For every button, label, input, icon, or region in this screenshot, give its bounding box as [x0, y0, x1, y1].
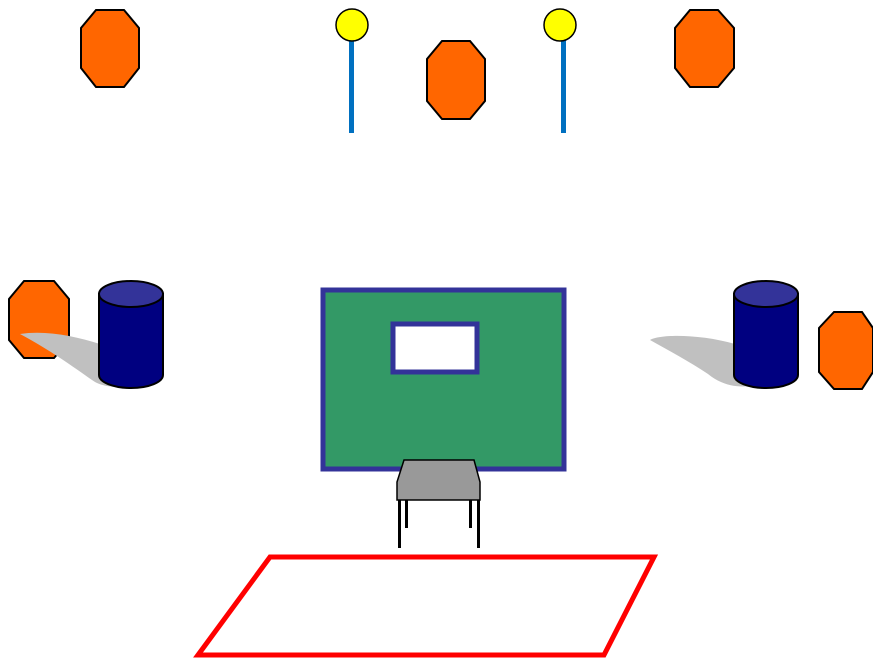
barrel-right-body [733, 293, 799, 389]
barrel-left-top [98, 280, 164, 308]
octagon-top-left-icon [80, 9, 140, 88]
octagon-mid-right-icon [818, 311, 873, 390]
barrel-right-icon [733, 280, 799, 389]
post-left-icon [335, 8, 369, 133]
table-leg [405, 500, 408, 528]
pole-left [349, 40, 354, 133]
pole-right [561, 40, 566, 133]
barrel-left-body [98, 293, 164, 389]
table-leg [477, 500, 480, 548]
parallelogram-zone-icon [193, 554, 659, 658]
board-icon [320, 287, 567, 472]
table-top [396, 459, 481, 501]
barrel-right-top [733, 280, 799, 308]
barrel-left-icon [98, 280, 164, 389]
board-window [390, 321, 480, 375]
octagon-top-right-icon [674, 9, 735, 88]
table-leg [398, 500, 401, 548]
barrel-shadow-right [650, 335, 750, 387]
ball-right [543, 8, 577, 42]
board [320, 287, 567, 472]
ball-left [335, 8, 369, 42]
post-right-icon [543, 8, 577, 133]
table-icon [396, 459, 481, 548]
octagon-top-center-icon [426, 40, 486, 120]
table-leg [469, 500, 472, 528]
